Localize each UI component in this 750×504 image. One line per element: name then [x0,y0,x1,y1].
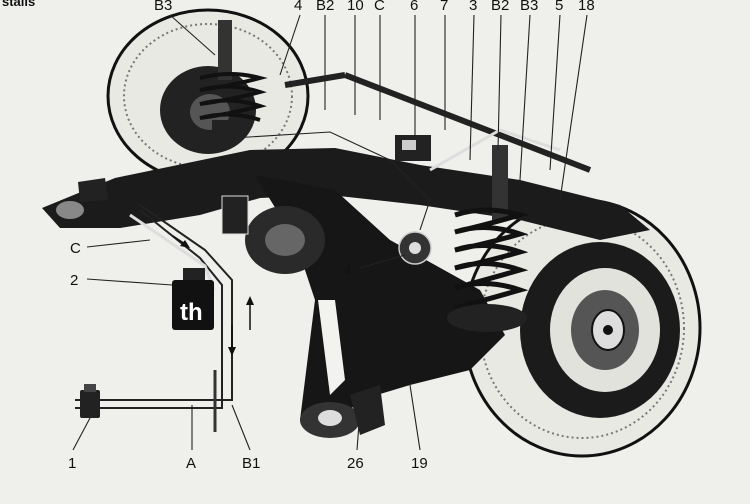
label-10: 10 [347,0,364,14]
left-labels: C 2 4 [70,240,351,289]
label-c-top: C [374,0,385,14]
pump-reservoir: th [172,268,214,330]
label-c-left: C [70,240,81,257]
right-wheel [462,198,702,458]
label-1: 1 [68,455,76,472]
left-spring-strut [199,20,268,138]
label-b1: B1 [242,455,260,472]
label-b2-left: B2 [316,0,334,14]
right-spring-strut [447,145,530,332]
top-leader-lines [169,14,588,201]
label-4-top: 4 [294,0,302,14]
flow-arrows [172,235,254,356]
pump-marking: th [180,299,203,326]
label-b2-right: B2 [491,0,509,14]
label-18: 18 [578,0,595,14]
filler-cap [80,384,100,418]
differential [221,195,325,274]
top-labels: B3 4 B2 10 C 6 7 3 B2 B3 5 18 [154,0,595,14]
label-5: 5 [555,0,563,14]
left-leader-lines [86,239,406,286]
label-b3-left: B3 [154,0,172,14]
label-26: 26 [347,455,364,472]
bottom-leader-lines [72,384,421,451]
label-4-middle: 4 [343,262,351,279]
label-a: A [186,455,196,472]
label-3: 3 [469,0,477,14]
label-2: 2 [70,272,78,289]
label-b3-right: B3 [520,0,538,14]
corner-text: stalls [2,0,35,9]
label-7: 7 [440,0,448,14]
hydraulic-lines [75,72,592,432]
crossmember [42,148,650,240]
label-19: 19 [411,455,428,472]
label-6: 6 [410,0,418,14]
bottom-labels: 1 A B1 26 19 [68,455,428,472]
leveling-valve [395,135,432,265]
